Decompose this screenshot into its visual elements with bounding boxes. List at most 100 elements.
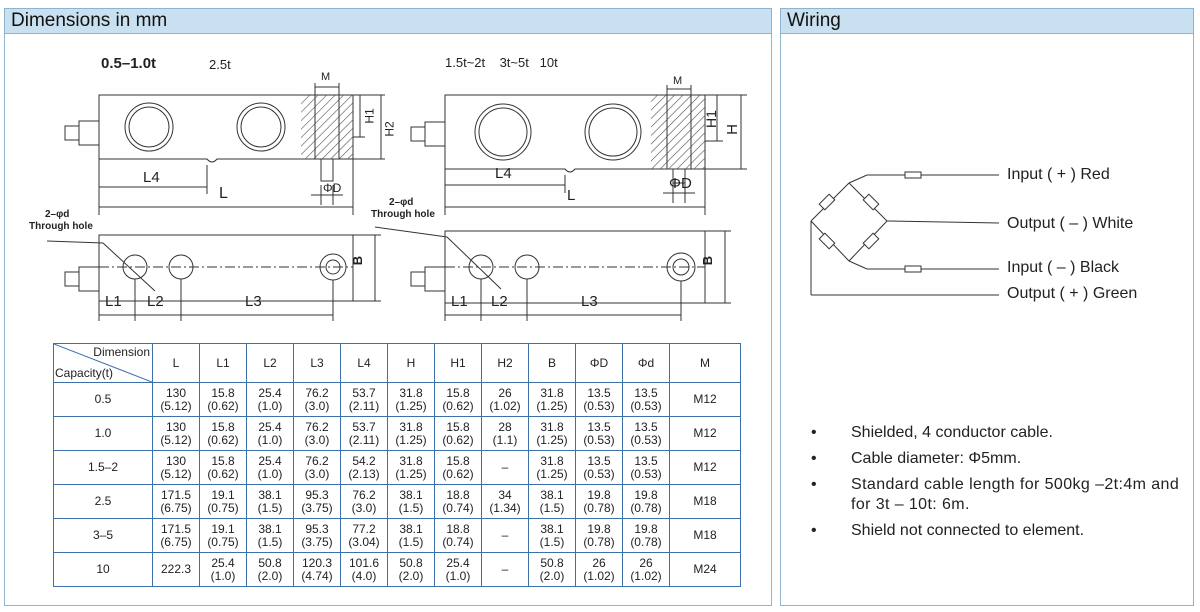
value-inch: (5.12) [160, 432, 192, 447]
value-mm: 31.8 [399, 419, 423, 434]
value-inch: (3.0) [304, 466, 330, 481]
col-header: H2 [481, 343, 529, 383]
value-inch: (2.11) [348, 432, 380, 447]
value-cell: 95.3(3.75) [293, 484, 341, 519]
label-phiD-left: ΦD [323, 181, 342, 195]
label-M-right: M [673, 75, 683, 87]
value-cell: 50.8(2.0) [246, 552, 294, 587]
col-header: B [528, 343, 576, 383]
value-mm: 38.1 [258, 487, 282, 502]
value-cell: 15.8(0.62) [434, 382, 482, 417]
capacity-cell: 2.5 [53, 484, 153, 519]
value-mm: – [501, 562, 509, 576]
label-H-right: H [723, 124, 741, 135]
label-L1-right: L1 [451, 293, 468, 310]
label-2phid-right: 2–φd [389, 197, 414, 208]
capacity-cell: 1.5–2 [53, 450, 153, 485]
value-mm: 19.8 [587, 487, 611, 502]
col-header: H [387, 343, 435, 383]
value-mm: 18.8 [446, 487, 470, 502]
value-mm: 31.8 [399, 385, 423, 400]
value-cell: 31.8(1.25) [528, 450, 576, 485]
value-mm: 54.2 [352, 453, 376, 468]
label-L4-right: L4 [495, 165, 512, 182]
label-B-left: B [350, 255, 366, 266]
value-cell: 15.8(0.62) [434, 450, 482, 485]
label-M-left: M [321, 71, 331, 83]
value-inch: (4.74) [301, 568, 333, 583]
value-cell: 222.3 [152, 552, 200, 587]
capacity-cell: 10 [53, 552, 153, 587]
value-inch: (1.5) [539, 534, 565, 549]
value-cell: 54.2(2.13) [340, 450, 388, 485]
value-mm: 76.2 [305, 453, 329, 468]
label-L4-left: L4 [143, 169, 160, 186]
value-inch: (0.53) [583, 398, 615, 413]
value-mm: 13.5 [587, 453, 611, 468]
value-mm: 76.2 [305, 385, 329, 400]
value-inch: (1.0) [257, 466, 283, 481]
value-inch: (0.53) [630, 466, 662, 481]
note-item: •Standard cable length for 500kg –2t:4m … [811, 475, 1191, 515]
value-mm: 28 [498, 419, 512, 434]
value-mm: 31.8 [540, 419, 564, 434]
value-cell: 28(1.1) [481, 416, 529, 451]
value-cell: 19.1(0.75) [199, 484, 247, 519]
label-H1-right: H1 [702, 110, 719, 128]
value-inch: (1.0) [210, 568, 236, 583]
value-cell: M12 [669, 382, 741, 417]
value-mm: 15.8 [211, 453, 235, 468]
value-mm: M18 [693, 528, 717, 542]
col-header: L3 [293, 343, 341, 383]
value-mm: 31.8 [540, 385, 564, 400]
wiring-title: Wiring [781, 9, 1193, 34]
value-mm: 13.5 [634, 453, 658, 468]
value-inch: (0.74) [442, 500, 474, 515]
value-cell: M18 [669, 518, 741, 553]
value-mm: 77.2 [352, 521, 376, 536]
value-inch: (1.5) [257, 500, 283, 515]
value-cell: 130(5.12) [152, 416, 200, 451]
value-cell: 13.5(0.53) [622, 416, 670, 451]
value-cell: M12 [669, 416, 741, 451]
value-mm: 171.5 [160, 487, 192, 502]
dimensions-title: Dimensions in mm [5, 9, 771, 34]
value-cell: 130(5.12) [152, 450, 200, 485]
value-mm: 13.5 [634, 385, 658, 400]
value-mm: 18.8 [446, 521, 470, 536]
value-mm: M18 [693, 494, 717, 508]
value-mm: 95.3 [305, 487, 329, 502]
bullet-icon: • [811, 424, 817, 441]
col-header: L2 [246, 343, 294, 383]
value-mm: 26 [498, 385, 512, 400]
value-mm: 13.5 [587, 385, 611, 400]
value-cell: 31.8(1.25) [387, 382, 435, 417]
col-header: ΦD [575, 343, 623, 383]
bullet-icon: • [811, 476, 817, 493]
value-inch: (6.75) [160, 534, 192, 549]
value-inch: (0.62) [207, 432, 239, 447]
value-inch: (3.75) [301, 500, 333, 515]
value-inch: (1.1) [492, 432, 518, 447]
value-mm: 53.7 [352, 419, 376, 434]
value-cell: 25.4(1.0) [199, 552, 247, 587]
value-cell: 18.8(0.74) [434, 484, 482, 519]
dimension-drawings [46, 83, 747, 321]
value-inch: (3.75) [301, 534, 333, 549]
table-header-row: Dimension Capacity(t) L L1 L2 L3 L4 H H1… [53, 343, 741, 383]
wire-input-negative: Input ( – ) Black [1007, 259, 1120, 276]
top-view-right [374, 226, 731, 321]
value-cell: – [481, 450, 529, 485]
value-mm: 38.1 [540, 487, 564, 502]
value-cell: 19.8(0.78) [575, 518, 623, 553]
value-mm: 120.3 [301, 555, 333, 570]
wiring-diagram [810, 171, 1000, 296]
value-cell: 26(1.02) [481, 382, 529, 417]
caption-2-5t: 2.5t [209, 57, 231, 72]
bullet-icon: • [811, 522, 817, 539]
value-cell: 25.4(1.0) [246, 450, 294, 485]
capacity-cell: 0.5 [53, 382, 153, 417]
label-H1-left: H1 [362, 108, 377, 124]
value-cell: 15.8(0.62) [434, 416, 482, 451]
